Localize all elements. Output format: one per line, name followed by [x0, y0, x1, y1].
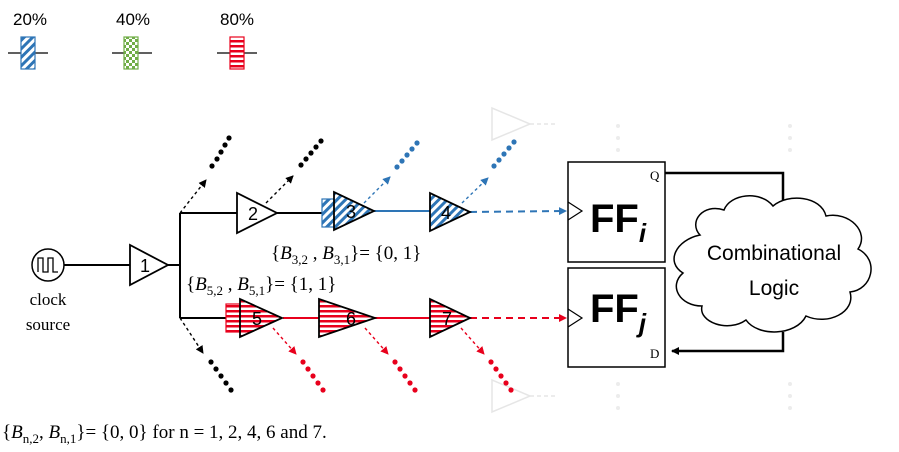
buffer-7-label: 7	[442, 309, 452, 329]
buffer-4-icon	[429, 191, 473, 233]
buffer-2-icon	[236, 191, 280, 235]
ffi-q-pin: Q	[650, 168, 660, 183]
buffer-1[interactable]: 1	[129, 243, 170, 287]
buffer-3-label: 3	[346, 202, 356, 222]
buffer-4-label: 4	[441, 203, 451, 223]
clock-pin-icon	[567, 308, 584, 328]
clock-wires	[64, 212, 322, 319]
buffer-5[interactable]: 5	[225, 297, 285, 339]
clock-label-line2: source	[26, 315, 70, 334]
legend-swatch-diagonal-icon	[20, 36, 36, 70]
buffer-6-icon	[318, 297, 378, 339]
buffer-6-label: 6	[346, 309, 356, 329]
flipflop-ffi[interactable]: FFi Q	[567, 161, 666, 263]
legend-item-40: 40%	[112, 10, 152, 70]
legend-label-20: 20%	[13, 10, 47, 29]
buffer-7-icon	[429, 297, 473, 339]
buffer-7[interactable]: 7	[429, 297, 473, 339]
ffi-label: FFi	[590, 197, 647, 248]
clock-pin-icon	[567, 201, 584, 221]
buffer-3[interactable]: 3	[321, 190, 377, 232]
annotation-bottom: {Bn,2, Bn,1}= {0, 0} for n = 1, 2, 4, 6 …	[2, 422, 327, 446]
legend-item-20: 20%	[8, 10, 48, 70]
buffer-4[interactable]: 4	[429, 191, 473, 233]
buffer-5-label: 5	[252, 309, 262, 329]
buffer-1-icon	[129, 243, 170, 287]
logic-wires	[665, 171, 787, 355]
logic-label-line2: Logic	[749, 277, 799, 300]
ffj-label: FFj	[590, 287, 647, 338]
buffer-5-icon	[239, 297, 285, 339]
legend-swatch-horizontal-icon	[229, 36, 245, 70]
legend-swatch-checker-icon	[123, 36, 139, 70]
clock-label-line1: clock	[30, 290, 67, 309]
dashed-arrow-to-ffi	[469, 207, 567, 216]
legend: 20% 40% 80%	[8, 10, 257, 70]
fanout-dots	[208, 135, 517, 393]
buffer-5-pattern-box-icon	[225, 303, 241, 333]
fanout-branches	[179, 175, 489, 355]
buffer-3-icon	[333, 190, 377, 232]
flipflop-ffj[interactable]: FFj D	[567, 267, 666, 368]
buffer-6[interactable]: 6	[318, 297, 378, 339]
clock-source: clock source	[26, 248, 70, 334]
annotation-b5: {B5,2 , B5,1}= {1, 1}	[186, 274, 336, 298]
legend-item-80: 80%	[217, 10, 257, 70]
legend-label-40: 40%	[116, 10, 150, 29]
buffer-2-label: 2	[248, 204, 258, 224]
ffj-d-pin: D	[650, 346, 659, 361]
buffer-2[interactable]: 2	[236, 191, 280, 235]
buffer-1-label: 1	[140, 256, 150, 276]
legend-label-80: 80%	[220, 10, 254, 29]
cloud-icon	[673, 195, 872, 333]
combinational-logic-cloud[interactable]: Combinational Logic	[673, 195, 872, 333]
logic-label-line1: Combinational	[707, 242, 841, 265]
annotation-b3: {B3,2 , B3,1}= {0, 1}	[271, 243, 421, 267]
